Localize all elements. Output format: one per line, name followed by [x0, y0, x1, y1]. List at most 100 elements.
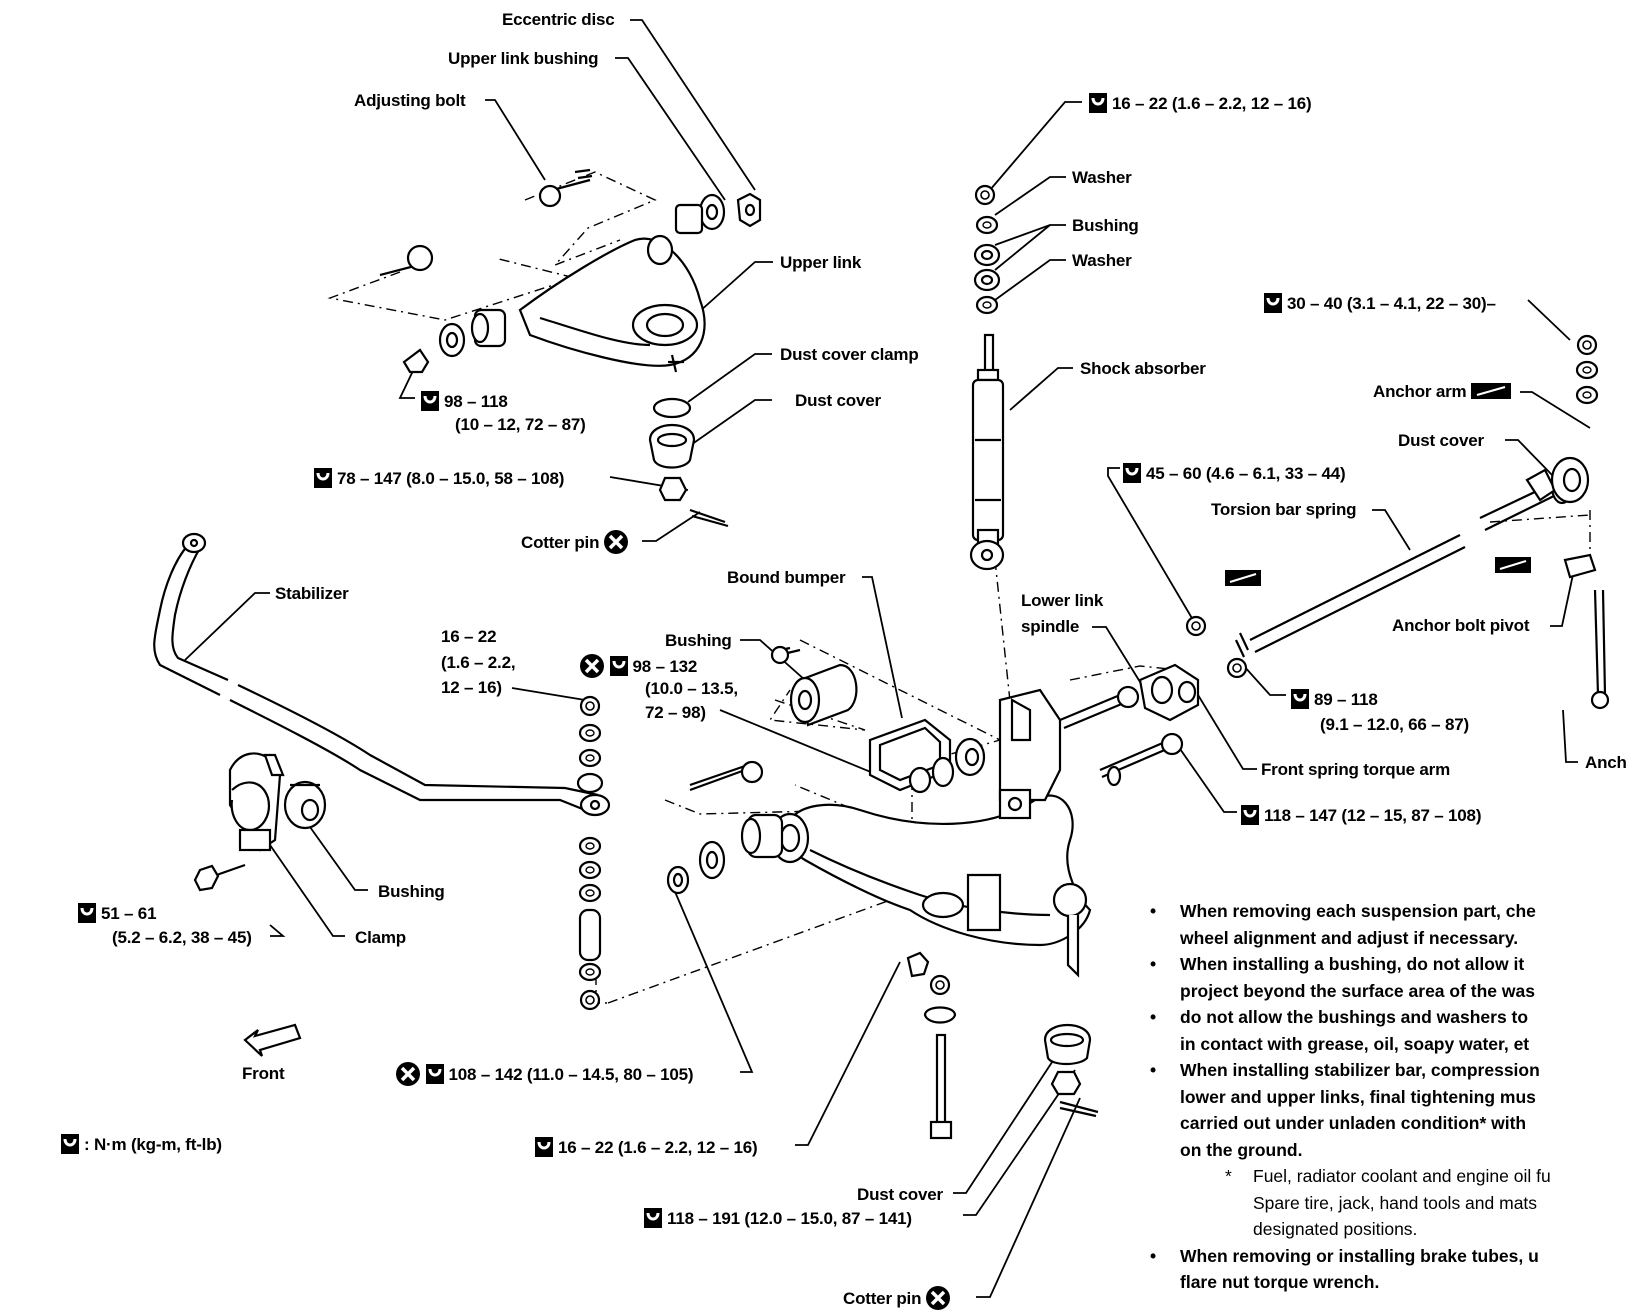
note-line: in contact with grease, oil, soapy water…: [1180, 1033, 1530, 1054]
leader-washer-bottom: [994, 259, 1066, 301]
torque-bushing-1: 98 – 132: [632, 657, 698, 676]
label-bushing-lower: Bushing: [665, 631, 732, 650]
upper-link-part: [518, 234, 706, 373]
label-bushing-clamp: Bushing: [378, 882, 445, 901]
label-torque-bushing-3: 72 – 98): [645, 703, 706, 722]
label-stabilizer: Stabilizer: [275, 584, 349, 603]
label-torque-upper-link: 98 – 118: [420, 390, 508, 412]
label-torque-clamp: 51 – 61: [77, 902, 157, 924]
dash-shock: [994, 559, 1013, 721]
label-torque-stab-nut-1: 16 – 22: [441, 627, 497, 646]
label-eccentric-disc: Eccentric disc: [502, 10, 615, 29]
torque-stab-link: 108 – 142 (11.0 – 14.5, 80 – 105): [448, 1065, 694, 1084]
torque-wrench-icon: [1264, 293, 1282, 313]
label-front-spring-torque-arm: Front spring torque arm: [1261, 760, 1451, 779]
leader-adjusting-bolt: [485, 99, 546, 181]
label-lower-link-spindle-1: Lower link: [1021, 591, 1104, 610]
leader-torque-arm-bolt: [1177, 745, 1237, 813]
label-torque-bushing-2: (10.0 – 13.5,: [645, 679, 738, 698]
label-washer-bottom: Washer: [1072, 251, 1132, 270]
torque-anchor: 30 – 40 (3.1 – 4.1, 22 – 30)–: [1287, 294, 1496, 313]
note-item: • When removing or installing brake tube…: [1140, 1243, 1648, 1296]
torque-wrench-icon: [425, 1064, 444, 1084]
leader-anchor-torque: [1527, 299, 1571, 341]
leader-anchor-cut: [1562, 709, 1578, 763]
do-not-reuse-icon: [925, 1286, 950, 1310]
torque-wrench-icon: [609, 656, 628, 676]
note-line: When installing a bushing, do not allow …: [1180, 954, 1525, 974]
leader-torque-clamp: [269, 924, 286, 937]
label-cotter-pin-lower: Cotter pin: [843, 1286, 950, 1310]
note-line: Fuel, radiator coolant and engine oil fu: [1253, 1166, 1551, 1186]
label-torque-spindle: 45 – 60 (4.6 – 6.1, 33 – 44): [1122, 462, 1346, 484]
leader-spindle-torque: [1107, 467, 1197, 626]
label-torque-torque-arm: 89 – 118: [1290, 688, 1378, 710]
label-anchor-cut: Anch: [1585, 753, 1627, 772]
dash-stab: [607, 859, 1001, 1004]
label-dust-cover-anchor: Dust cover: [1398, 431, 1484, 450]
leader-shock-absorber: [1009, 367, 1073, 411]
leader-stabilizer: [184, 592, 270, 661]
label-torsion-bar-spring: Torsion bar spring: [1211, 500, 1357, 519]
dash-lower-3: [664, 784, 856, 815]
note-line: lower and upper links, final tightening …: [1180, 1086, 1536, 1107]
note-line: When removing each suspension part, che: [1180, 901, 1536, 921]
torque-balljoint-upper: 78 – 147 (8.0 – 15.0, 58 – 108): [337, 469, 565, 488]
label-torque-lower-nut: 16 – 22 (1.6 – 2.2, 12 – 16): [534, 1136, 758, 1158]
torque-spindle: 45 – 60 (4.6 – 6.1, 33 – 44): [1146, 464, 1346, 483]
torque-balljoint-lower: 118 – 191 (12.0 – 15.0, 87 – 141): [667, 1209, 912, 1228]
leader-upper-link-bushing: [615, 57, 726, 201]
label-clamp: Clamp: [355, 928, 406, 947]
label-dust-cover-clamp: Dust cover clamp: [780, 345, 919, 364]
do-not-reuse-icon: [580, 654, 604, 678]
torque-upper-link: 98 – 118: [444, 392, 508, 411]
leader-front-torque-arm: [1194, 689, 1257, 770]
torque-wrench-icon: [78, 903, 96, 923]
leader-washer-top: [994, 176, 1066, 216]
torque-wrench-icon: [61, 1134, 79, 1154]
leader-bushing-lower: [740, 639, 806, 681]
label-upper-link: Upper link: [780, 253, 862, 272]
note-bullet: •: [1150, 954, 1157, 974]
note-line: When removing or installing brake tubes,…: [1180, 1245, 1539, 1266]
upper-dust-cover-part: [648, 397, 729, 528]
torque-wrench-icon: [644, 1208, 662, 1228]
alignment-mark-icon: [1495, 557, 1531, 573]
leader-torque-arm-nut: [1242, 664, 1286, 696]
note-line: Spare tire, jack, hand tools and mats: [1253, 1192, 1538, 1213]
leader-lower-nut: [795, 961, 901, 1146]
label-torque-torque-arm-2: (9.1 – 12.0, 66 – 87): [1320, 715, 1469, 734]
label-bushing-shock: Bushing: [1072, 216, 1139, 235]
leader-anchor-pivot: [1550, 564, 1576, 627]
upper-bolt-parts: [379, 168, 762, 374]
dash-spindle: [1069, 665, 1181, 681]
label-adjusting-bolt: Adjusting bolt: [354, 91, 466, 110]
lower-link-part: [666, 688, 1092, 978]
torque-lower-nut: 16 – 22 (1.6 – 2.2, 12 – 16): [558, 1138, 758, 1157]
label-legend-units: : N·m (kg-m, ft-lb): [60, 1133, 222, 1155]
note-line: wheel alignment and adjust if necessary.: [1180, 927, 1519, 948]
torque-wrench-icon: [1089, 93, 1107, 113]
dash-upper-bolt-2: [327, 257, 578, 321]
label-anchor-bolt-pivot: Anchor bolt pivot: [1392, 616, 1530, 635]
torque-wrench-icon: [535, 1137, 553, 1157]
stabilizer-link-stack: [576, 695, 604, 1011]
leader-balljoint-lower: [963, 1069, 1076, 1216]
leader-torsion: [1372, 509, 1411, 551]
leader-shock-torque: [989, 101, 1082, 191]
note-line: carried out under unladen condition* wit…: [1180, 1113, 1527, 1133]
dash-torsion: [1489, 514, 1591, 523]
do-not-reuse-icon: [603, 530, 628, 554]
note-line: project beyond the surface area of the w…: [1180, 980, 1535, 1001]
leader-cotter-lower: [976, 1097, 1081, 1298]
lower-bushing-part: [689, 645, 858, 792]
torque-wrench-icon: [1291, 689, 1309, 709]
label-front: Front: [242, 1064, 285, 1083]
alignment-mark-icon: [1225, 570, 1261, 586]
torsion-bar-part: [1235, 334, 1610, 710]
dash-upper-bolt: [524, 171, 657, 266]
note-line: flare nut torque wrench.: [1180, 1272, 1380, 1292]
leader-dust-cover-anchor: [1505, 439, 1556, 479]
label-torque-arm-bolt: 118 – 147 (12 – 15, 87 – 108): [1240, 804, 1481, 826]
note-asterisk: *: [1225, 1166, 1232, 1186]
